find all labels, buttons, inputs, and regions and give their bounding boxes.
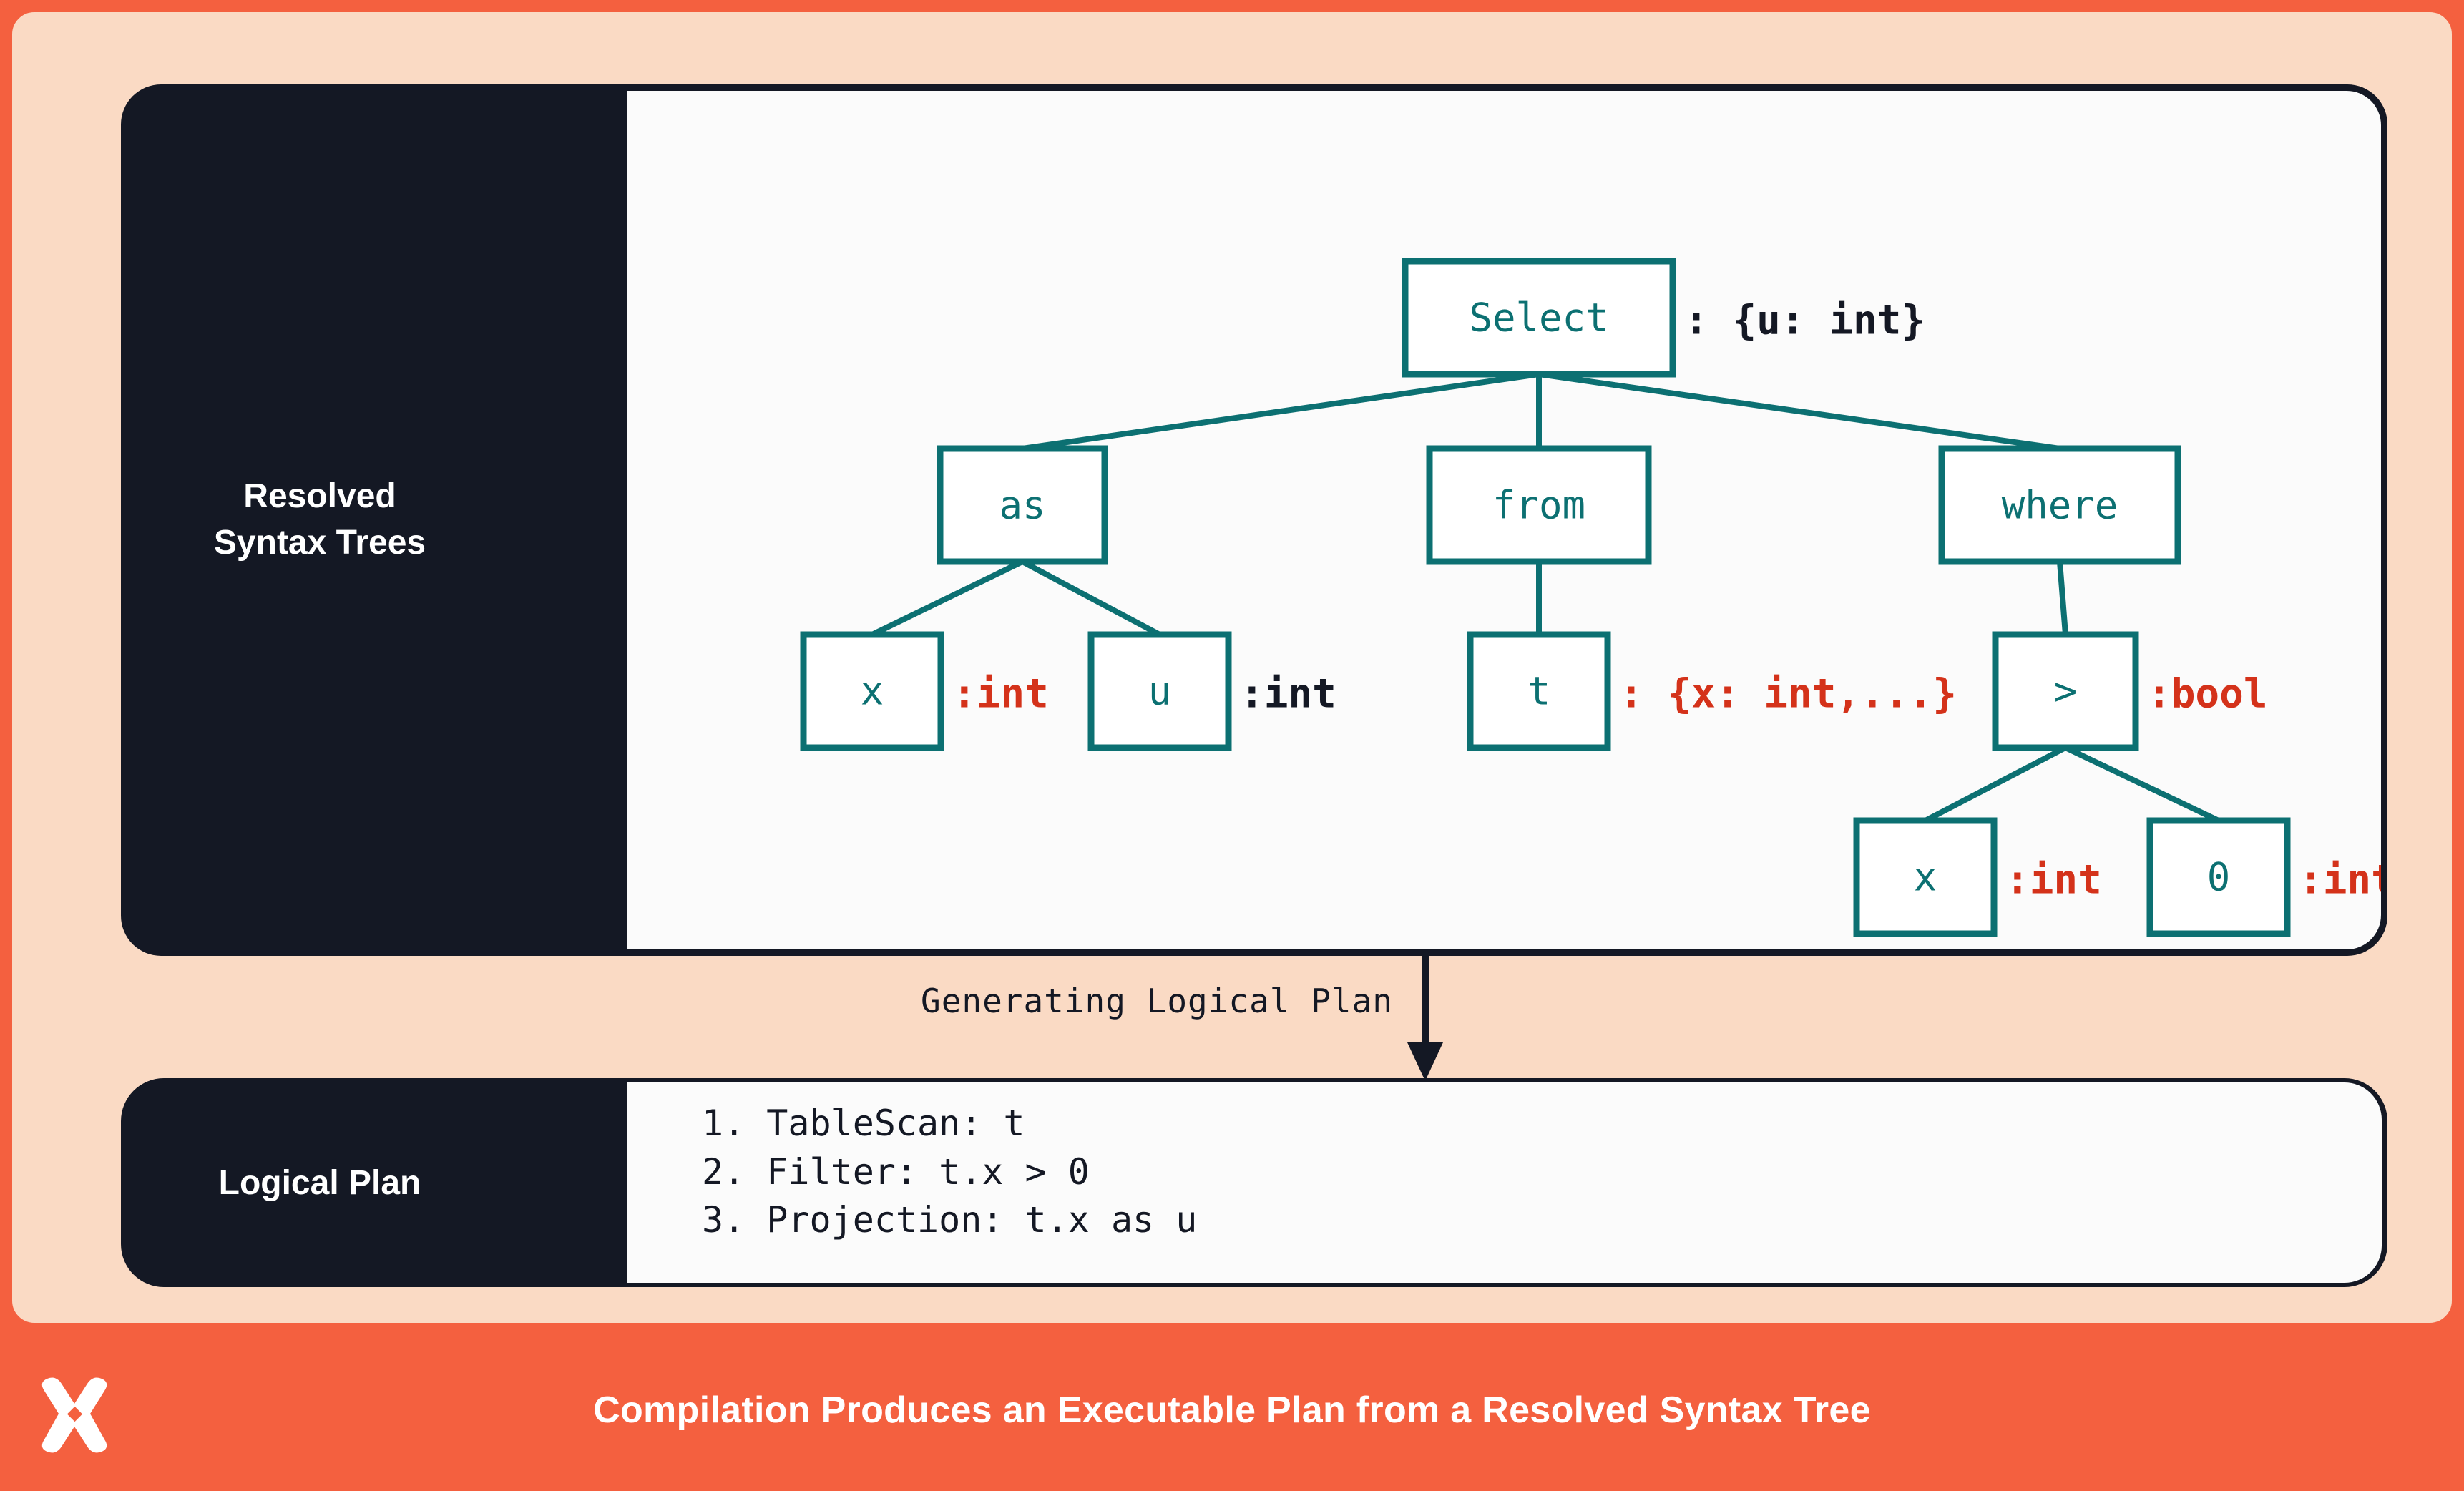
tree-node-type-annotation: :int [1240, 671, 1336, 718]
tree-node-type-annotation: :int [2005, 857, 2102, 904]
logical-plan-panel: Logical Plan 1. TableScan: t 2. Filter: … [121, 1078, 2387, 1287]
tree-edge [1924, 745, 2067, 823]
resolved-syntax-trees-panel: Resolved Syntax Trees Select : {u: int} as… [121, 84, 2387, 956]
tree-node-box [800, 631, 944, 751]
tree-node-box [1467, 631, 1611, 751]
tree-edge [1021, 559, 1161, 637]
tree-node-type-annotation: : {u: int} [1684, 298, 1925, 344]
tree-node-gt: > :bool [1992, 631, 2268, 751]
rst-label-line-1: Resolved [243, 477, 396, 516]
tree-edge [2057, 561, 2068, 635]
tree-node-select: Select : {u: int} [1402, 258, 1925, 378]
tree-node-box [1426, 445, 1652, 565]
footer-banner: Compilation Produces an Executable Plan … [0, 1329, 2464, 1491]
rst-label-line-2: Syntax Trees [213, 524, 426, 562]
tree-node-box [1087, 631, 1232, 751]
logical-plan-steps: 1. TableScan: t 2. Filter: t.x > 0 3. Pr… [627, 1082, 2382, 1283]
tree-node-type-annotation: : {x: int,...} [1619, 671, 1957, 718]
tree-node-label: Select [1469, 295, 1608, 341]
tree-edge [871, 559, 1024, 637]
logical-plan-step: 2. Filter: t.x > 0 [702, 1150, 1090, 1193]
tree-node-label: from [1492, 483, 1585, 528]
tree-node-box [937, 445, 1108, 565]
down-arrow-icon [1393, 955, 1457, 1084]
tree-node-label: x [1914, 855, 1937, 900]
footer-caption: Compilation Produces an Executable Plan … [593, 1389, 1871, 1431]
tree-edge [1538, 371, 2060, 451]
tree-node-label: 0 [2207, 855, 2231, 900]
tree-node-where: where [1938, 445, 2181, 565]
tree-node-label: where [2002, 483, 2118, 528]
tree-node-box [2146, 817, 2291, 937]
x-mark-logo-icon [31, 1372, 117, 1458]
generating-logical-plan-label: Generating Logical Plan [921, 982, 1393, 1020]
tree-node-label: > [2054, 669, 2078, 714]
tree-node-box [1402, 258, 1676, 378]
tree-node-as_u: u :int [1087, 631, 1336, 751]
tree-edge [1022, 371, 1540, 451]
tree-node-box [1853, 817, 1998, 937]
tree-node-gt_x: x :int [1853, 817, 2102, 937]
tree-node-label: t [1527, 669, 1551, 714]
tree-node-box [1992, 631, 2139, 751]
tree-node-gt_0: 0 :int [2146, 817, 2381, 937]
tree-node-as_x: x :int [800, 631, 1049, 751]
logical-plan-label: Logical Plan [218, 1163, 421, 1202]
tree-node-label: as [999, 483, 1045, 528]
logical-plan-step: 1. TableScan: t [702, 1103, 1025, 1144]
tree-node-type-annotation: :int [952, 671, 1049, 718]
peach-card: Resolved Syntax Trees Select : {u: int} as… [6, 6, 2458, 1329]
syntax-tree-canvas: Select : {u: int} as from where x :int u :int t : … [627, 91, 2381, 949]
tree-node-label: u [1148, 669, 1172, 714]
syntax-tree-diagram: Select : {u: int} as from where x :int u :int t : … [800, 258, 2381, 937]
tree-node-type-annotation: :bool [2147, 671, 2268, 718]
logical-plan-step: 3. Projection: t.x as u [702, 1199, 1198, 1241]
tree-node-t: t : {x: int,...} [1467, 631, 1957, 751]
tree-node-type-annotation: :int [2299, 857, 2381, 904]
resolved-syntax-trees-label: Resolved Syntax Trees [121, 84, 519, 956]
tree-node-label: x [861, 669, 884, 714]
tree-node-as: as [937, 445, 1108, 565]
tree-edge [2064, 745, 2220, 823]
tree-node-from: from [1426, 445, 1652, 565]
tree-node-box [1938, 445, 2181, 565]
